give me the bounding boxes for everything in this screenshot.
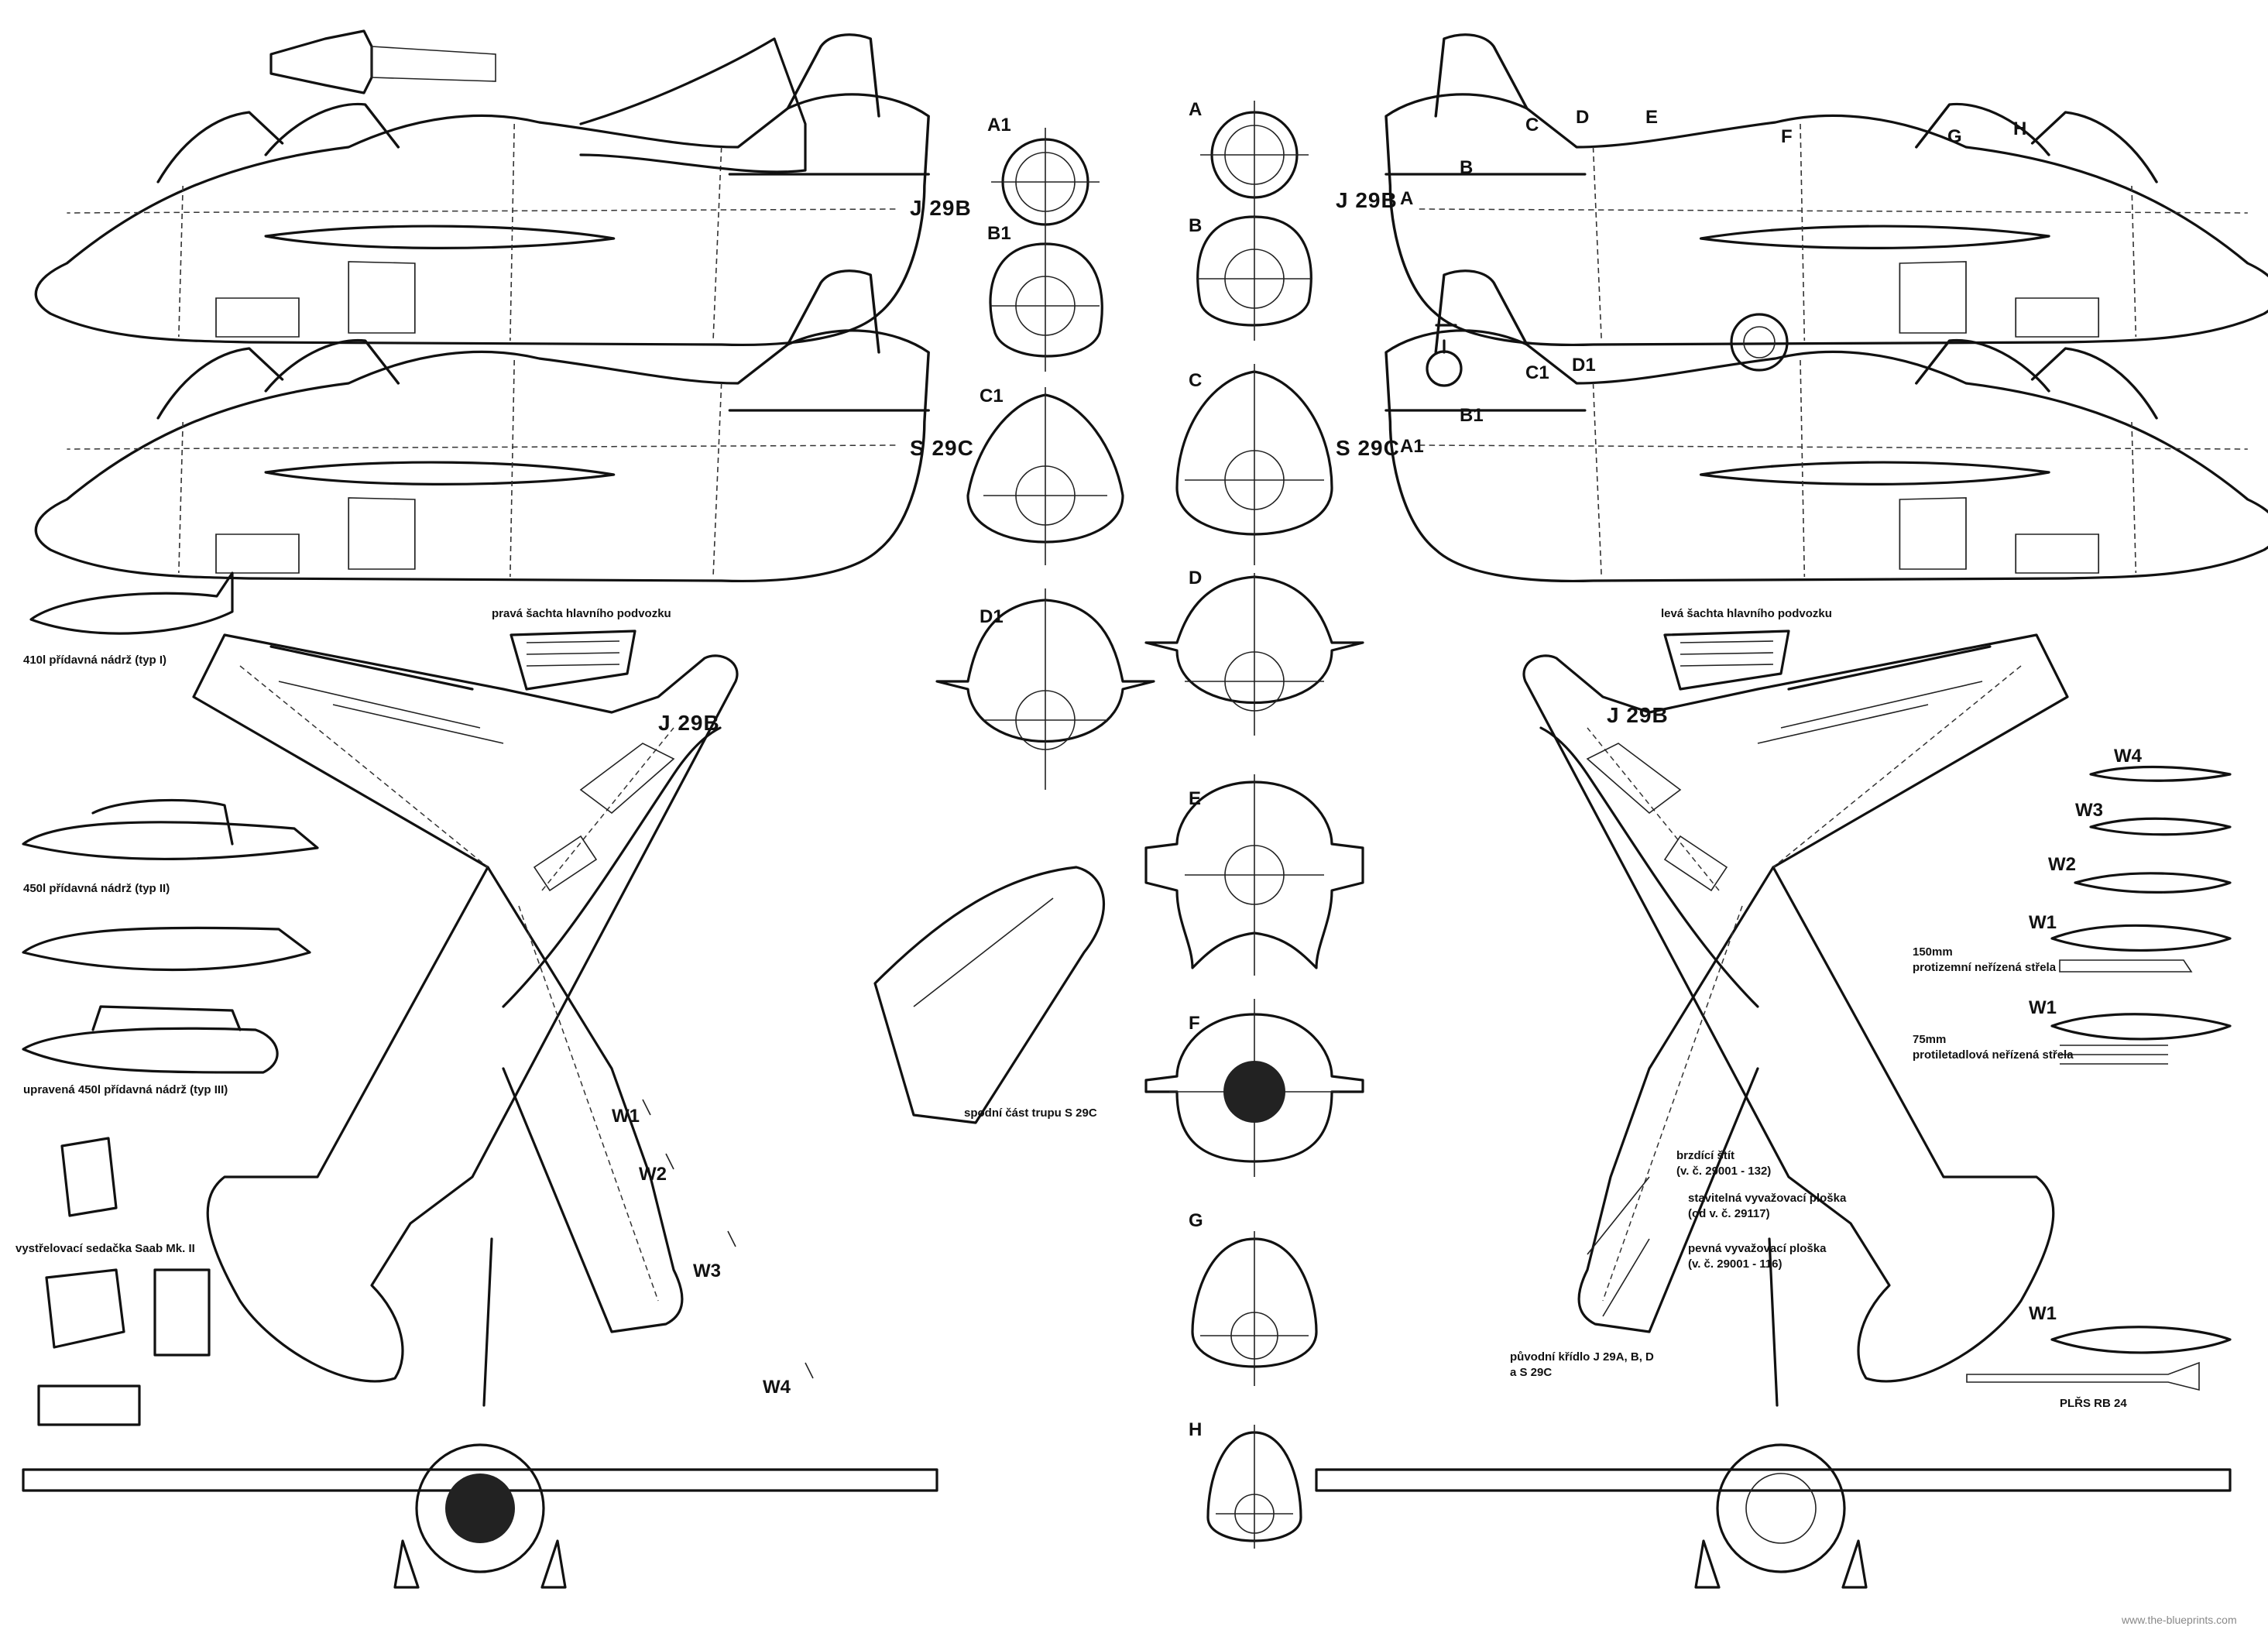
airfoils-right bbox=[1966, 765, 2232, 1391]
note-orig-wing-b: a S 29C bbox=[1510, 1366, 1553, 1379]
sections-center bbox=[1144, 101, 1364, 1549]
section-label-f: F bbox=[1189, 1013, 1200, 1034]
station-d: D bbox=[1576, 107, 1590, 128]
view-label-s29c-right: S 29C bbox=[1336, 436, 1400, 460]
landing-gear-detail bbox=[1426, 313, 1789, 387]
view-label-plan-right: J 29B bbox=[1607, 703, 1669, 727]
section-label-h: H bbox=[1189, 1419, 1203, 1440]
station-h: H bbox=[2013, 118, 2027, 139]
leader-lines bbox=[642, 1099, 1650, 1379]
drop-tanks bbox=[22, 571, 319, 1074]
section-label-a: A bbox=[1189, 99, 1203, 120]
note-tank-410: 410l přídavná nádrž (typ I) bbox=[23, 654, 167, 667]
note-trim-adj-a: stavitelná vyvažovací ploška bbox=[1688, 1192, 1847, 1205]
note-trim-adj-b: (od v. č. 29117) bbox=[1688, 1207, 1770, 1220]
credit-text: www.the-blueprints.com bbox=[2122, 1614, 2237, 1626]
section-label-g: G bbox=[1189, 1210, 1203, 1231]
note-tank-450: 450l přídavná nádrž (typ II) bbox=[23, 882, 170, 895]
lower-fuselage-detail bbox=[873, 866, 1105, 1124]
section-label-c1: C1 bbox=[980, 386, 1004, 407]
note-right-gear-bay: pravá šachta hlavního podvozku bbox=[492, 607, 671, 620]
airfoil-w3: W3 bbox=[2075, 800, 2103, 821]
station-d1: D1 bbox=[1572, 355, 1596, 376]
station-c1: C1 bbox=[1525, 362, 1549, 383]
note-seat: vystřelovací sedačka Saab Mk. II bbox=[15, 1242, 195, 1255]
station-a1: A1 bbox=[1400, 436, 1424, 457]
station-f: F bbox=[1781, 126, 1793, 147]
wing-station-w2: W2 bbox=[639, 1164, 667, 1185]
note-trim-fix-a: pevná vyvažovací ploška bbox=[1688, 1242, 1827, 1255]
view-label-j29b-right: J 29B bbox=[1336, 188, 1398, 212]
note-orig-wing-a: původní křídlo J 29A, B, D bbox=[1510, 1350, 1654, 1364]
note-tank-450-mod: upravená 450l přídavná nádrž (typ III) bbox=[23, 1083, 228, 1096]
note-left-gear-bay: levá šachta hlavního podvozku bbox=[1661, 607, 1832, 620]
station-b1: B1 bbox=[1460, 405, 1484, 426]
wing-station-w4: W4 bbox=[763, 1377, 791, 1398]
note-brake-b: (v. č. 29001 - 132) bbox=[1676, 1165, 1772, 1178]
plan-view-left bbox=[192, 633, 739, 1383]
ejection-seats bbox=[37, 1137, 211, 1426]
side-view-right-j29b bbox=[1384, 33, 2268, 347]
section-label-a1: A1 bbox=[987, 115, 1011, 136]
side-view-left-s29c bbox=[36, 271, 928, 581]
note-rocket-150-a: 150mm bbox=[1913, 945, 1953, 959]
airfoil-w1-c: W1 bbox=[2029, 1303, 2057, 1324]
section-label-d: D bbox=[1189, 568, 1203, 588]
view-label-plan-left: J 29B bbox=[658, 711, 720, 735]
wing-station-w1: W1 bbox=[612, 1106, 640, 1127]
gear-bay-panels bbox=[510, 630, 1790, 691]
note-trim-fix-b: (v. č. 29001 - 116) bbox=[1688, 1257, 1782, 1271]
section-label-c: C bbox=[1189, 370, 1203, 391]
note-lower-fuselage: spodní část trupu S 29C bbox=[964, 1106, 1097, 1120]
note-missile: PLŘS RB 24 bbox=[2060, 1397, 2127, 1410]
section-label-b: B bbox=[1189, 215, 1203, 236]
note-rocket-75-a: 75mm bbox=[1913, 1033, 1947, 1046]
view-label-j29b-left: J 29B bbox=[910, 196, 972, 220]
plan-view-right bbox=[1522, 633, 2069, 1383]
airfoil-w1-a: W1 bbox=[2029, 912, 2057, 933]
top-cockpit-detail bbox=[269, 29, 807, 173]
section-label-d1: D1 bbox=[980, 606, 1004, 627]
wing-station-w3: W3 bbox=[693, 1261, 721, 1281]
front-view-left bbox=[22, 1237, 938, 1589]
station-a: A bbox=[1400, 188, 1414, 209]
sections-left bbox=[935, 128, 1155, 790]
station-b: B bbox=[1460, 157, 1474, 178]
station-c: C bbox=[1525, 115, 1539, 136]
view-label-s29c-left: S 29C bbox=[910, 436, 974, 460]
section-label-e: E bbox=[1189, 788, 1202, 809]
note-brake-a: brzdící štít bbox=[1676, 1149, 1735, 1162]
section-label-b1: B1 bbox=[987, 223, 1011, 244]
front-view-right bbox=[1315, 1237, 2232, 1589]
airfoil-w4: W4 bbox=[2114, 746, 2142, 767]
airfoil-w2: W2 bbox=[2048, 854, 2076, 875]
station-g: G bbox=[1947, 126, 1962, 147]
airfoil-w1-b: W1 bbox=[2029, 997, 2057, 1018]
station-e: E bbox=[1645, 107, 1659, 128]
note-rocket-150-b: protizemní neřízená střela bbox=[1913, 961, 2057, 974]
note-rocket-75-b: protiletadlová neřízená střela bbox=[1913, 1048, 2074, 1062]
